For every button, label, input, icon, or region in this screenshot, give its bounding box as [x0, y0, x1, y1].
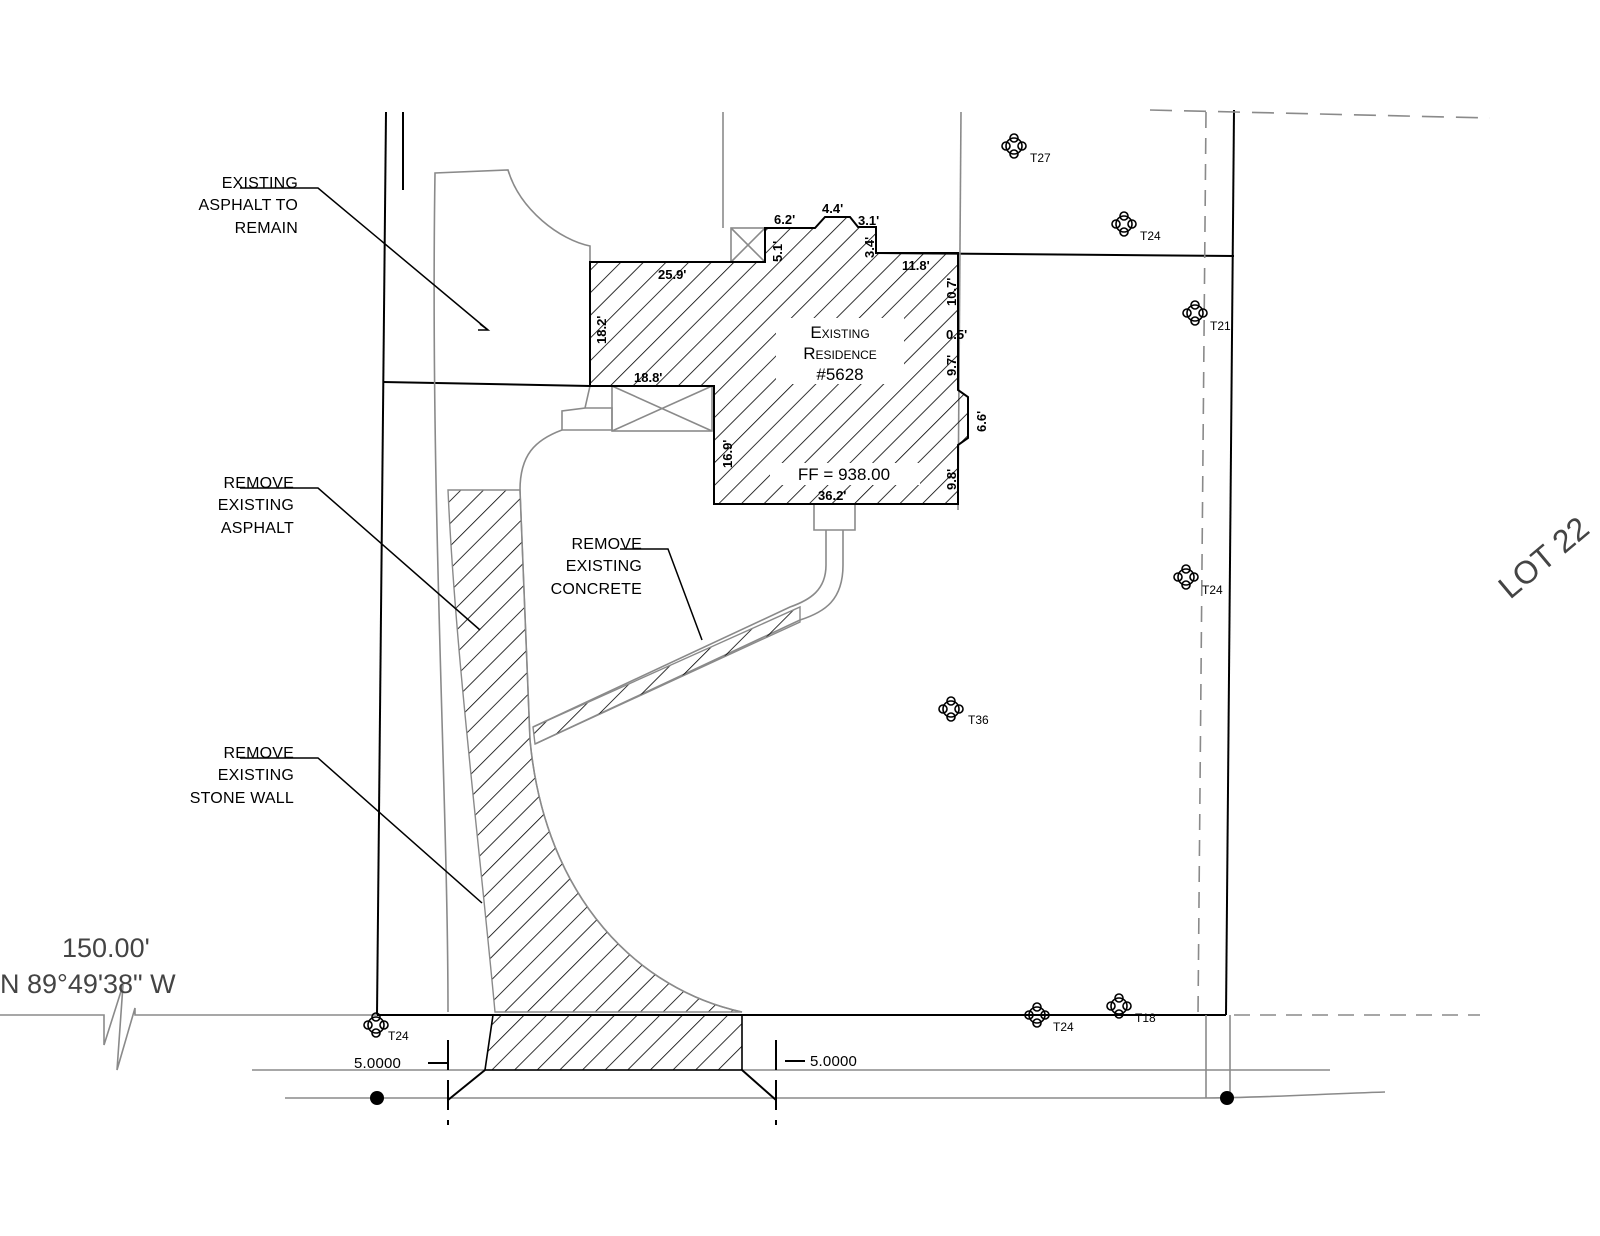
dim-label: 5.1': [770, 241, 785, 262]
finished-floor-label: FF = 938.00: [798, 465, 890, 484]
note-line: EXISTING: [222, 175, 298, 192]
dim-label: 0.5': [946, 327, 967, 342]
tree-icon: [1001, 133, 1027, 159]
asphalt-removal-hatch: [447, 489, 743, 1013]
setback-left-label: 5.0000: [354, 1055, 401, 1072]
tree-label: T24: [1053, 1020, 1074, 1034]
dim-label: 18.8': [634, 370, 662, 385]
dim-label: 3.1': [858, 213, 879, 228]
residence-line: Residence: [803, 344, 877, 363]
note-line: ASPHALT: [221, 520, 294, 537]
tree-icon: [1182, 300, 1208, 326]
residence-label-mask: [776, 318, 904, 384]
note-line: REMOVE: [223, 475, 294, 492]
tree-symbols: [363, 133, 1208, 1038]
tree-label: T24: [1202, 583, 1223, 597]
note-line: REMOVE: [223, 745, 294, 762]
note-remove-asphalt: REMOVE EXISTING ASPHALT: [218, 475, 294, 537]
residence-label: Existing Residence #5628 FF = 938.00: [798, 323, 890, 484]
note-asphalt-remain: EXISTING ASPHALT TO REMAIN: [198, 175, 298, 237]
tree-icon: [938, 696, 964, 722]
dim-label: 9.8': [944, 469, 959, 490]
tree-icon: [1173, 564, 1199, 590]
apron-removal-hatch: [484, 1014, 743, 1071]
note-line: REMOVE: [571, 536, 642, 553]
residence-line: #5628: [816, 365, 863, 384]
residence-line: Existing: [810, 323, 869, 342]
note-line: EXISTING: [218, 497, 294, 514]
setback-right-label: 5.0000: [810, 1053, 857, 1070]
leader-lines: [240, 187, 703, 904]
survey-pin-left: [370, 1091, 384, 1105]
tree-icon: [363, 1012, 389, 1038]
note-line: STONE WALL: [190, 790, 294, 807]
dim-label: 6.6': [974, 411, 989, 432]
tree-icon: [1111, 211, 1137, 237]
note-line: CONCRETE: [551, 581, 642, 598]
dim-label: 9.7': [944, 355, 959, 376]
tree-label: T18: [1135, 1011, 1156, 1025]
dim-label: 16.9': [720, 440, 735, 468]
tree-label: T27: [1030, 151, 1051, 165]
tree-labels: T27 T24 T21 T24 T36 T24 T24 T18: [388, 151, 1231, 1043]
dim-label: 18.2': [594, 316, 609, 344]
dim-label: 25.9': [658, 267, 686, 282]
dim-label: 11.8': [902, 258, 930, 273]
tree-label: T24: [1140, 229, 1161, 243]
tree-label: T21: [1210, 319, 1231, 333]
tree-label: T36: [968, 713, 989, 727]
note-line: EXISTING: [566, 558, 642, 575]
tree-icon: [1106, 993, 1132, 1019]
removal-areas: [447, 489, 801, 1071]
dim-label: 3.4': [862, 237, 877, 258]
setback-dimensions: [370, 1040, 1234, 1125]
note-line: ASPHALT TO: [198, 197, 298, 214]
survey-pin-right: [1220, 1091, 1234, 1105]
lot-label: LOT 22: [1491, 510, 1595, 606]
tree-label: T24: [388, 1029, 409, 1043]
tree-icon: [1024, 1002, 1050, 1028]
survey-bearing: N 89°49'38" W: [0, 969, 176, 999]
easement-lines: [1149, 109, 1491, 1016]
note-line: REMAIN: [235, 220, 298, 237]
note-remove-stone-wall: REMOVE EXISTING STONE WALL: [190, 745, 294, 807]
note-remove-concrete: REMOVE EXISTING CONCRETE: [551, 536, 642, 598]
dim-label: 10.7': [944, 278, 959, 306]
note-line: EXISTING: [218, 767, 294, 784]
existing-features: [0, 111, 1386, 1099]
dim-label: 6.2': [774, 212, 795, 227]
survey-distance: 150.00': [62, 933, 150, 963]
ff-label-mask: [770, 463, 920, 485]
concrete-removal-hatch: [532, 605, 801, 746]
dim-label: 4.4': [822, 201, 843, 216]
dim-label: 36.2': [818, 488, 846, 503]
dimension-labels: 6.2' 4.4' 3.1' 5.1' 3.4' 25.9' 11.8' 10.…: [594, 201, 989, 503]
